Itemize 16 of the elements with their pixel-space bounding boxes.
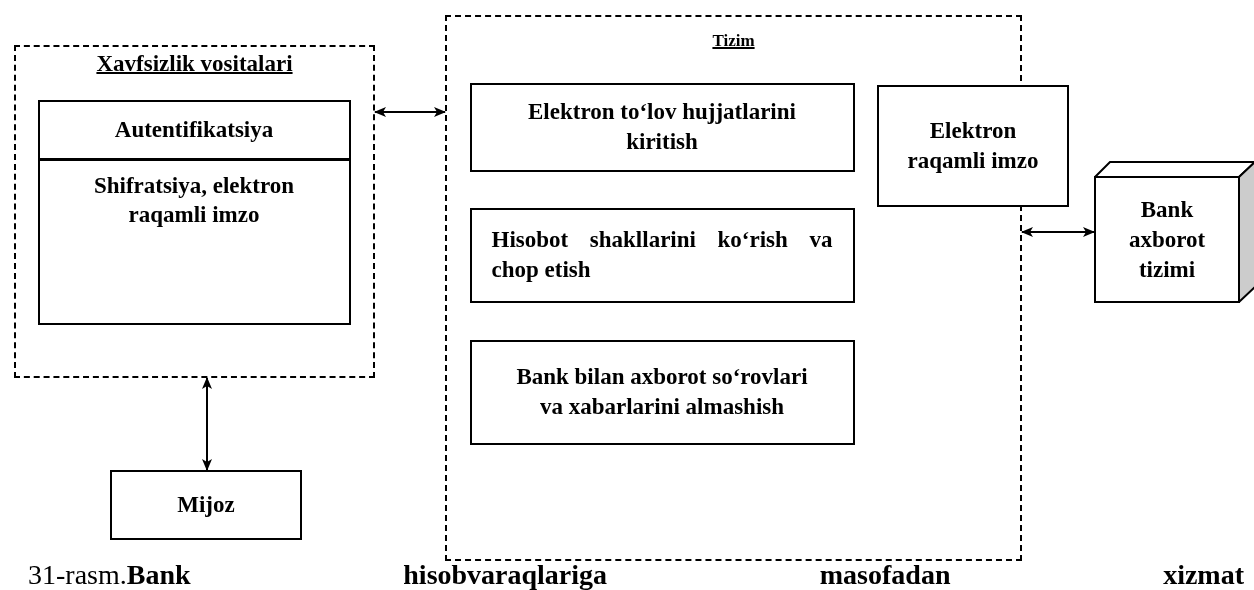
box-text: Bank axborot tizimi xyxy=(1127,196,1207,284)
process-box: Elektron to‘lov hujjatlarini kiritish xyxy=(469,82,855,172)
process-box: Elektron raqamli imzo xyxy=(877,85,1069,207)
dashed-group-frame xyxy=(14,45,375,378)
box-heading: Autentifikatsiya xyxy=(114,115,274,144)
figure-caption: 31-rasm.Bank hisobvaraqlariga masofadan xizmat xyxy=(28,560,1244,590)
double-arrow xyxy=(202,377,212,471)
process-box: Bank bilan axborot so‘rovlari va xabarlarini almashish xyxy=(469,339,855,445)
double-arrow xyxy=(374,107,446,117)
process-box xyxy=(37,99,351,325)
group-title: Xavfsizlik vositalari xyxy=(95,51,294,77)
double-arrow xyxy=(1021,227,1095,237)
box-text: Shifratsiya, elektron raqamli imzo xyxy=(92,171,296,230)
group-title: Tizim xyxy=(711,31,756,51)
process-box: Mijoz xyxy=(110,470,302,540)
process-box: Hisobot shakllarini ko‘rish va chop etish xyxy=(469,207,855,303)
